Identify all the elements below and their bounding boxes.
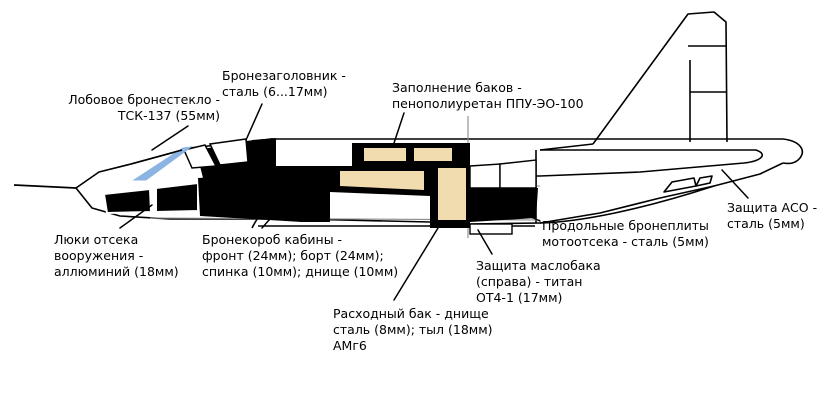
aso-dispenser-fairing-2 xyxy=(695,175,713,187)
callout-frontal-armour-glass: Лобовое бронестекло - ТСК-137 (55мм) xyxy=(68,92,220,123)
engine-nacelle-top xyxy=(539,143,594,151)
leader-windscreen xyxy=(151,125,189,151)
fuselage-nose-lower xyxy=(75,187,300,220)
rear-fuselage-lower xyxy=(539,162,784,224)
callout-weapon-bay-hatches: Люки отсека вооружения - аллюминий (18мм… xyxy=(54,232,179,279)
callout-engine-bay-plates: Продольные бронеплиты мотоотсека - сталь… xyxy=(542,218,709,249)
oil-tank-protection-plate xyxy=(469,223,513,235)
forward-skin-line xyxy=(130,149,183,165)
windscreen-armour-glass xyxy=(132,146,193,181)
engine-bay-armour xyxy=(469,159,538,235)
leader-weapon-bay xyxy=(119,204,153,229)
callout-armoured-headrest: Бронезаголовник - сталь (6...17мм) xyxy=(222,68,346,99)
weapon-bay-hatch-panels xyxy=(102,181,199,215)
engine-bay-upper-skin xyxy=(469,163,501,189)
leader-headrest xyxy=(245,103,263,141)
rear-fuselage-strake xyxy=(539,185,715,224)
leader-cockpit-box xyxy=(261,202,285,229)
cockpit-rear-bulkhead xyxy=(250,138,276,178)
leader-engine-plates xyxy=(505,205,541,222)
canopy-glazing xyxy=(182,138,249,169)
weapon-bay-hatch-1 xyxy=(102,187,153,215)
callout-aso-protection: Защита АСО - сталь (5мм) xyxy=(727,200,818,231)
airframe-outline xyxy=(13,11,804,229)
leader-tank-filling xyxy=(392,112,405,147)
leader-oil-tank xyxy=(477,229,493,255)
fuel-tank-group xyxy=(330,143,470,228)
canopy-pane-mid xyxy=(208,138,249,166)
callout-oil-tank-protection: Защита маслобака (справа) - титан ОТ4-1 … xyxy=(476,258,601,305)
callout-service-fuel-tank: Расходный бак - днище сталь (8мм); тыл (… xyxy=(333,306,493,353)
aso-dispenser-fairing xyxy=(663,177,697,193)
engine-bay-panel-2 xyxy=(499,159,537,189)
leader-aso xyxy=(721,169,749,199)
callout-leader-lines xyxy=(119,103,749,301)
pitot-probe-icon xyxy=(13,184,77,189)
leader-service-tank xyxy=(393,227,439,301)
canopy-pane-front xyxy=(182,144,218,169)
horizontal-stabiliser xyxy=(539,149,764,177)
mid-tank-cell xyxy=(340,171,424,190)
rear-equipment-block xyxy=(468,166,470,188)
service-tank-bottom-armour xyxy=(430,220,470,228)
vertical-fin xyxy=(592,11,728,145)
tail-cone-tip xyxy=(782,138,804,165)
dorsal-tank-cell-1 xyxy=(364,148,406,161)
service-tank-cell xyxy=(438,168,466,222)
callout-tank-foam-filling: Заполнение баков - пенополиуретан ППУ-ЭО… xyxy=(392,80,584,111)
callout-cockpit-armour-box: Бронекороб кабины - фронт (24мм); борт (… xyxy=(202,232,399,279)
dorsal-tank-casing-right xyxy=(452,143,470,166)
weapon-bay-hatch-2 xyxy=(155,181,199,214)
engine-bay-longitudinal-plate xyxy=(470,188,538,222)
cockpit-floor-armour xyxy=(198,172,302,222)
